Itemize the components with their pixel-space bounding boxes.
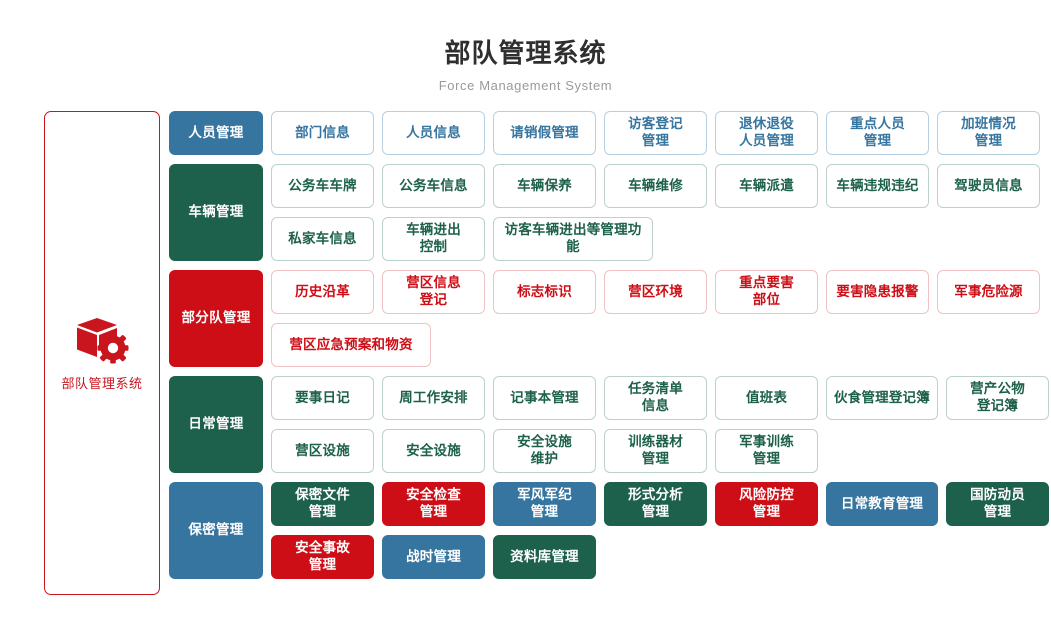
- module-item[interactable]: 安全事故 管理: [271, 535, 374, 580]
- category-button[interactable]: 车辆管理: [169, 164, 263, 262]
- cube-gear-icon: [75, 315, 129, 365]
- module-item-list: 历史沿革营区信息 登记标志标识营区环境重点要害 部位要害隐患报警军事危险源营区应…: [271, 270, 1051, 368]
- module-item-list: 公务车车牌公务车信息车辆保养车辆维修车辆派遣车辆违规违纪驾驶员信息私家车信息车辆…: [271, 164, 1051, 262]
- module-item[interactable]: 要事日记: [271, 376, 374, 421]
- module-item[interactable]: 驾驶员信息: [937, 164, 1040, 209]
- module-item[interactable]: 公务车车牌: [271, 164, 374, 209]
- module-item[interactable]: 周工作安排: [382, 376, 485, 421]
- module-item[interactable]: 营区应急预案和物资: [271, 323, 431, 368]
- module-item[interactable]: 战时管理: [382, 535, 485, 580]
- module-group: 人员管理部门信息人员信息请销假管理访客登记 管理退休退役 人员管理重点人员 管理…: [169, 111, 1051, 156]
- page-header: 部队管理系统 Force Management System: [0, 0, 1051, 93]
- category-button[interactable]: 人员管理: [169, 111, 263, 156]
- module-item[interactable]: 训练器材 管理: [604, 429, 707, 474]
- sidebar-system-label: 部队管理系统: [61, 375, 143, 391]
- module-item[interactable]: 军事危险源: [937, 270, 1040, 315]
- module-item[interactable]: 要害隐患报警: [826, 270, 929, 315]
- module-group: 车辆管理公务车车牌公务车信息车辆保养车辆维修车辆派遣车辆违规违纪驾驶员信息私家车…: [169, 164, 1051, 262]
- module-item[interactable]: 安全设施: [382, 429, 485, 474]
- module-item[interactable]: 安全设施 维护: [493, 429, 596, 474]
- module-group: 部分队管理历史沿革营区信息 登记标志标识营区环境重点要害 部位要害隐患报警军事危…: [169, 270, 1051, 368]
- module-item-list: 部门信息人员信息请销假管理访客登记 管理退休退役 人员管理重点人员 管理加班情况…: [271, 111, 1051, 156]
- module-item[interactable]: 风险防控 管理: [715, 482, 818, 527]
- module-item[interactable]: 历史沿革: [271, 270, 374, 315]
- module-item[interactable]: 车辆违规违纪: [826, 164, 929, 209]
- module-item[interactable]: 访客车辆进出等管理功能: [493, 217, 653, 262]
- category-button[interactable]: 日常管理: [169, 376, 263, 474]
- module-groups: 人员管理部门信息人员信息请销假管理访客登记 管理退休退役 人员管理重点人员 管理…: [169, 111, 1051, 580]
- module-item[interactable]: 部门信息: [271, 111, 374, 156]
- module-item[interactable]: 资料库管理: [493, 535, 596, 580]
- module-item[interactable]: 访客登记 管理: [604, 111, 707, 156]
- module-item[interactable]: 军风军纪 管理: [493, 482, 596, 527]
- module-item[interactable]: 营区环境: [604, 270, 707, 315]
- module-item[interactable]: 请销假管理: [493, 111, 596, 156]
- module-item[interactable]: 公务车信息: [382, 164, 485, 209]
- module-item[interactable]: 车辆派遣: [715, 164, 818, 209]
- module-item[interactable]: 重点人员 管理: [826, 111, 929, 156]
- module-item[interactable]: 军事训练 管理: [715, 429, 818, 474]
- module-item[interactable]: 国防动员 管理: [946, 482, 1049, 527]
- page-title: 部队管理系统: [444, 38, 607, 68]
- module-item[interactable]: 加班情况 管理: [937, 111, 1040, 156]
- module-item[interactable]: 车辆进出 控制: [382, 217, 485, 262]
- module-group: 日常管理要事日记周工作安排记事本管理任务清单 信息值班表伙食管理登记簿营产公物 …: [169, 376, 1051, 474]
- module-item[interactable]: 安全检查 管理: [382, 482, 485, 527]
- module-item[interactable]: 任务清单 信息: [604, 376, 707, 421]
- module-item[interactable]: 车辆维修: [604, 164, 707, 209]
- module-item[interactable]: 值班表: [715, 376, 818, 421]
- module-item-list: 要事日记周工作安排记事本管理任务清单 信息值班表伙食管理登记簿营产公物 登记簿营…: [271, 376, 1051, 474]
- module-item[interactable]: 人员信息: [382, 111, 485, 156]
- module-item[interactable]: 营区信息 登记: [382, 270, 485, 315]
- page-subtitle: Force Management System: [438, 78, 613, 94]
- page-content: 部队管理系统 人员管理部门信息人员信息请销假管理访客登记 管理退休退役 人员管理…: [0, 93, 1051, 596]
- module-item[interactable]: 保密文件 管理: [271, 482, 374, 527]
- module-item[interactable]: 重点要害 部位: [715, 270, 818, 315]
- module-item[interactable]: 日常教育管理: [826, 482, 938, 527]
- module-item[interactable]: 营产公物 登记簿: [946, 376, 1049, 421]
- module-item[interactable]: 伙食管理登记簿: [826, 376, 938, 421]
- module-item-list: 保密文件 管理安全检查 管理军风军纪 管理形式分析 管理风险防控 管理日常教育管…: [271, 482, 1051, 580]
- module-item[interactable]: 车辆保养: [493, 164, 596, 209]
- module-item[interactable]: 退休退役 人员管理: [715, 111, 818, 156]
- module-item[interactable]: 标志标识: [493, 270, 596, 315]
- category-button[interactable]: 保密管理: [169, 482, 263, 580]
- module-item[interactable]: 记事本管理: [493, 376, 596, 421]
- module-item[interactable]: 形式分析 管理: [604, 482, 707, 527]
- module-item[interactable]: 私家车信息: [271, 217, 374, 262]
- module-item[interactable]: 营区设施: [271, 429, 374, 474]
- category-button[interactable]: 部分队管理: [169, 270, 263, 368]
- sidebar-system-card[interactable]: 部队管理系统: [44, 111, 160, 596]
- module-group: 保密管理保密文件 管理安全检查 管理军风军纪 管理形式分析 管理风险防控 管理日…: [169, 482, 1051, 580]
